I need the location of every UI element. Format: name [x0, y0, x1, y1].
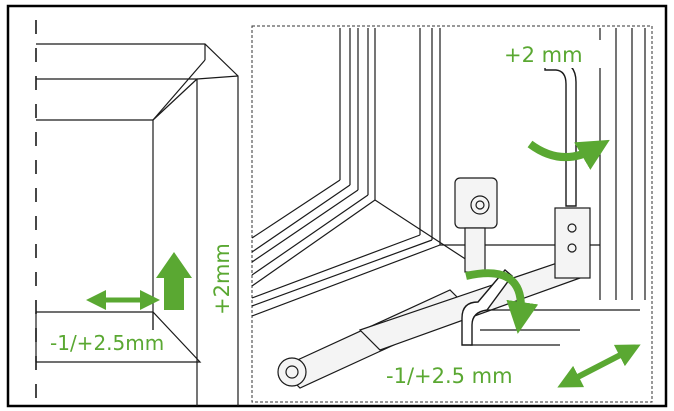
right-panel: [251, 28, 646, 389]
left-horizontal-label: -1/+2.5mm: [50, 331, 164, 355]
curved-arrow-icon-top: [527, 139, 610, 170]
left-vertical-label: +2mm: [210, 243, 234, 315]
left-up-arrow-icon: [156, 252, 192, 310]
right-bottom-label: -1/+2.5 mm: [386, 364, 513, 388]
right-diagonal-double-arrow-icon: [557, 344, 641, 388]
top-label-background: [500, 40, 606, 68]
left-panel: [35, 20, 239, 406]
curved-arrow-icon-bottom: [465, 269, 539, 334]
right-panel-border: [251, 25, 653, 403]
bottom-label-background: [382, 360, 550, 388]
right-top-label: +2 mm: [504, 43, 583, 67]
outer-frame: [6, 4, 668, 408]
